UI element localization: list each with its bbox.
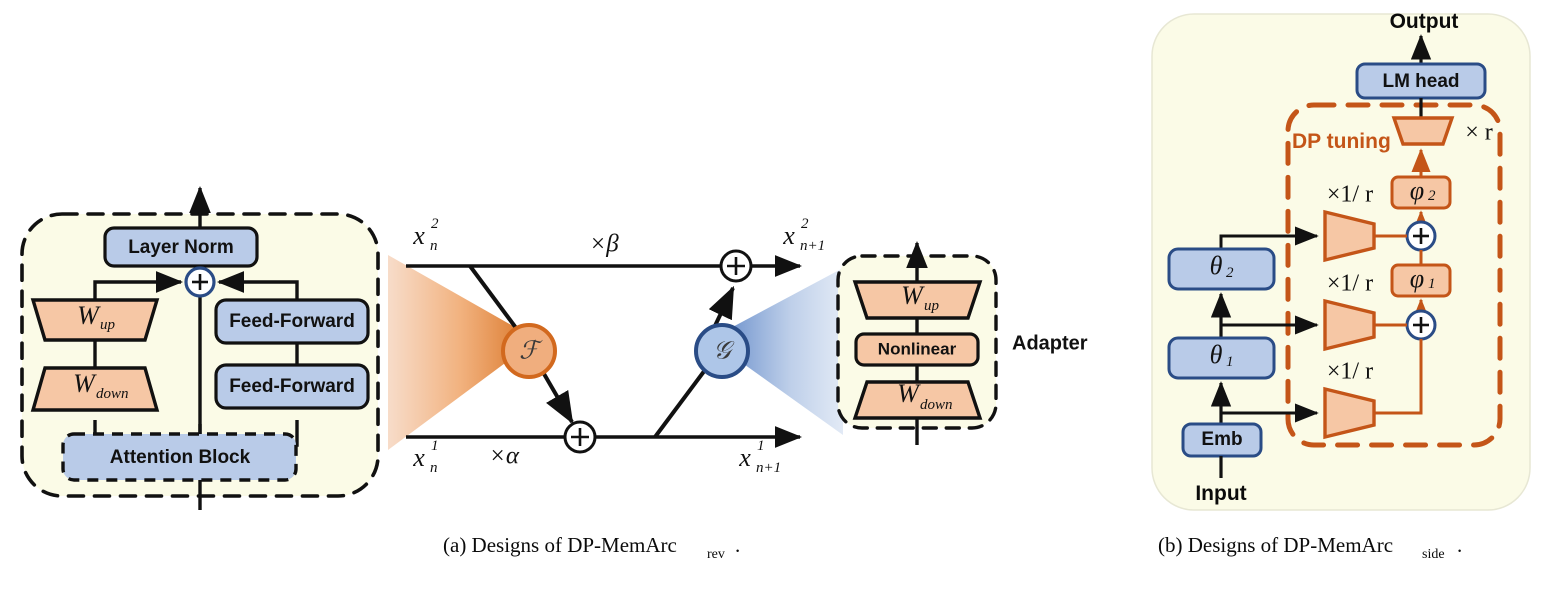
- feed-forward-2-label: Feed-Forward: [229, 376, 355, 397]
- phi-2-label: φ: [1410, 176, 1424, 205]
- adapter-w-up-label: W: [901, 281, 925, 310]
- adapter-w-down-sublabel: down: [920, 397, 953, 413]
- attention-block-box[interactable]: [61, 432, 298, 482]
- scale-alpha-label: ×α: [489, 443, 520, 470]
- scale-2-label: ×1/ r: [1327, 271, 1373, 297]
- orange-cone: [388, 255, 520, 450]
- adapter-w-up-trapezoid[interactable]: [852, 280, 983, 320]
- w-down-label: W: [73, 369, 97, 398]
- label-x-n1-2: x n+1 2: [782, 216, 825, 254]
- phi-1-label: φ: [1410, 264, 1424, 293]
- layer-norm-label: Layer Norm: [128, 237, 234, 258]
- feed-forward-2-box[interactable]: [214, 363, 370, 410]
- caption-a-text: (a) Designs of DP-MemArc: [443, 533, 677, 557]
- w-up-label: W: [77, 301, 101, 330]
- left-branch-to-add: [93, 271, 184, 300]
- x-n-2-sub: n: [430, 238, 438, 254]
- x-n1-2-sub: n+1: [800, 238, 825, 254]
- w-up-trapezoid[interactable]: [30, 298, 160, 342]
- scale-3-label: ×1/ r: [1327, 359, 1373, 385]
- output-label: Output: [1390, 10, 1459, 33]
- theta-1-box[interactable]: [1167, 336, 1276, 380]
- theta-1-label: θ: [1210, 340, 1223, 369]
- scale-beta-label: ×β: [589, 231, 619, 258]
- input-label: Input: [1195, 482, 1246, 505]
- g-to-add-edge: [708, 285, 735, 331]
- w-up-sublabel: up: [100, 317, 116, 333]
- blue-cone: [727, 268, 843, 435]
- function-f-circle[interactable]: [501, 323, 557, 379]
- attention-block-label: Attention Block: [110, 447, 251, 468]
- phi-2-sublabel: 2: [1428, 188, 1436, 204]
- x-n1-2-sup: 2: [801, 216, 809, 232]
- caption-a-subscript: rev: [707, 547, 725, 562]
- feed-forward-1-label: Feed-Forward: [229, 311, 355, 332]
- w-down-sublabel: down: [96, 386, 129, 402]
- caption-b-period: .: [1457, 533, 1462, 557]
- caption-a-period: .: [735, 533, 740, 557]
- dp-tuning-region: [1285, 102, 1503, 448]
- label-x-n-2: x n 2: [412, 216, 439, 254]
- right-branch-to-add: [216, 271, 299, 300]
- adapter-w-down-label: W: [897, 379, 921, 408]
- adapter-nonlinear-box[interactable]: [854, 332, 980, 367]
- x-n-2-sup: 2: [431, 216, 439, 232]
- x-n1-1-sup: 1: [757, 438, 765, 454]
- phi-2-box[interactable]: [1390, 175, 1452, 210]
- x-n-1-base: x: [412, 443, 425, 472]
- function-g-label: 𝒢: [713, 338, 735, 365]
- times-r-trapezoid[interactable]: [1391, 116, 1455, 146]
- times-r-label: × r: [1465, 120, 1493, 146]
- dp-tuning-label: DP tuning: [1292, 130, 1391, 153]
- x-n-1-sup: 1: [431, 438, 439, 454]
- caption-b-text: (b) Designs of DP-MemArc: [1158, 533, 1393, 557]
- lm-head-label: LM head: [1382, 71, 1459, 92]
- caption-b-subscript: side: [1422, 547, 1445, 562]
- scale-trapezoid-1[interactable]: [1323, 209, 1376, 263]
- x-n-2-base: x: [412, 221, 425, 250]
- feed-forward-1-box[interactable]: [214, 298, 370, 345]
- panel-b: DP tuning Output LM head × r φ 2 ×1/ r: [1151, 10, 1531, 511]
- label-x-n1-1: x n+1 1: [738, 438, 781, 476]
- x-n1-1-sub: n+1: [756, 460, 781, 476]
- theta-2-box[interactable]: [1167, 247, 1276, 291]
- caption-a: (a) Designs of DP-MemArc rev .: [443, 533, 740, 562]
- x-n-1-sub: n: [430, 460, 438, 476]
- function-g-circle[interactable]: [694, 323, 750, 379]
- adapter-nonlinear-label: Nonlinear: [878, 339, 957, 358]
- x-n1-2-base: x: [782, 221, 795, 250]
- adapter-w-down-trapezoid[interactable]: [852, 380, 983, 420]
- adapter-title: Adapter: [1012, 332, 1088, 354]
- layer-norm-box[interactable]: [103, 226, 259, 268]
- theta-2-label: θ: [1210, 251, 1223, 280]
- caption-b: (b) Designs of DP-MemArc side .: [1158, 533, 1462, 562]
- scale-trapezoid-2[interactable]: [1323, 298, 1376, 352]
- scale-trapezoid-3[interactable]: [1323, 386, 1376, 440]
- add-to-g-edge: [653, 368, 707, 439]
- label-x-n-1: x n 1: [412, 438, 438, 476]
- top-to-f-edge: [468, 264, 524, 338]
- scale-1-label: ×1/ r: [1327, 182, 1373, 208]
- theta-1-sublabel: 1: [1226, 354, 1234, 370]
- trap3-to-lower-add-wire: [1374, 339, 1423, 415]
- theta-2-sublabel: 2: [1226, 265, 1234, 281]
- f-to-add-edge: [538, 365, 574, 425]
- emb-label: Emb: [1201, 429, 1242, 450]
- adapter-w-up-sublabel: up: [924, 298, 940, 314]
- phi-1-sublabel: 1: [1428, 276, 1436, 292]
- x-n1-1-base: x: [738, 443, 751, 472]
- panel-a: Layer Norm W up W down Feed-Forward Feed…: [20, 185, 1088, 510]
- w-down-trapezoid[interactable]: [30, 366, 160, 412]
